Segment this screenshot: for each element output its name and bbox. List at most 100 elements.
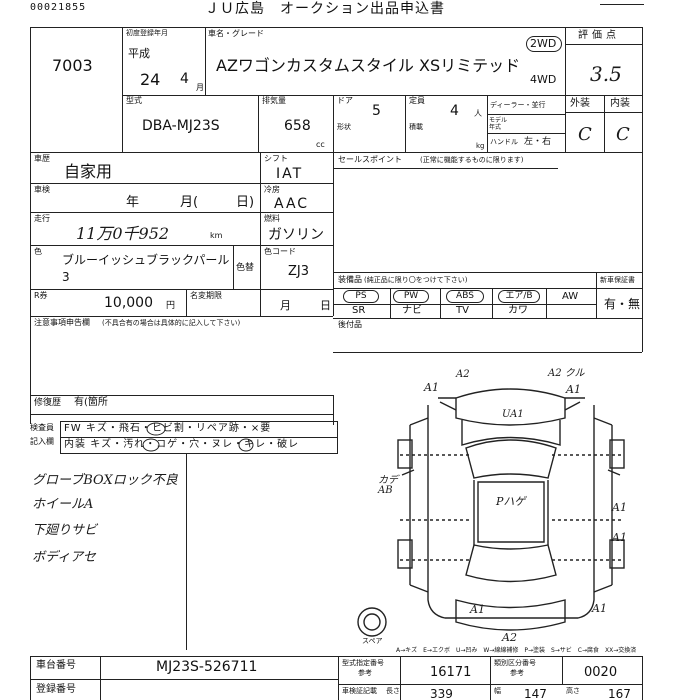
seats: 4: [450, 103, 459, 119]
color-code-label: 色コード: [264, 247, 296, 256]
name-change-month: 月: [280, 299, 291, 312]
repair-value: 有(箇所: [74, 397, 108, 408]
length-value: 339: [430, 687, 453, 700]
recycle-label: R券: [34, 291, 48, 300]
fuel-label: 燃料: [264, 214, 280, 223]
shift-value: IAT: [276, 166, 304, 182]
equip-airbag: エア/B: [498, 290, 540, 303]
note-3: 下廻りサビ: [32, 523, 98, 538]
displacement: 658: [284, 118, 311, 134]
displacement-unit: cc: [316, 140, 325, 149]
mark-a2-rear: A2: [502, 631, 517, 644]
handle-value: 左・右: [524, 137, 552, 147]
mileage-label: 走行: [34, 214, 50, 223]
grade-label: 評価点: [578, 30, 620, 41]
mark-kade-ab: カデ AB: [378, 475, 398, 496]
mark-a2-front: A2: [456, 369, 470, 380]
inspection-year-unit: 年: [126, 195, 140, 210]
spare-label: スペア: [362, 637, 383, 645]
class-number: 0020: [584, 665, 618, 680]
equip-navi: ナビ: [402, 305, 422, 316]
usage-value: 自家用: [64, 162, 113, 181]
serial-number: 00021855: [30, 2, 87, 13]
inspection-label: 車検: [34, 185, 50, 194]
inspection-day-unit: 日): [236, 195, 255, 210]
mark-a1-rr: A1: [592, 602, 607, 615]
notes-label: 注意事項申告欄: [34, 318, 90, 327]
cert-label: 型式指定番号: [342, 659, 384, 667]
interior-label: 内装: [610, 98, 630, 109]
recycle-value: 10,000: [104, 295, 153, 311]
exterior-label: 外装: [570, 98, 590, 109]
sales-point-label: セールスポイント: [338, 155, 402, 164]
extras-label: 後付品: [338, 320, 362, 329]
note-4: ボディアセ: [32, 550, 96, 565]
doors-label: ドア: [337, 96, 353, 105]
length-label: 長さ: [386, 687, 400, 695]
new-manual-value: 有・無: [604, 297, 641, 311]
damage-legend: A→キズ E→エクボ U→凹み W→線線補修 P→塗装 S→サビ C→腐食 XX…: [396, 647, 637, 654]
mark-a1-r2: A1: [612, 531, 627, 544]
equip-abs: ABS: [446, 290, 484, 303]
displacement-label: 排気量: [262, 96, 286, 105]
height-value: 167: [608, 687, 631, 700]
name-change-day: 日: [320, 299, 331, 312]
color-label: 色: [34, 247, 42, 256]
form-title: ＪＵ広島 オークション出品申込書: [205, 1, 445, 17]
reg-number-label: 登録番号: [36, 684, 76, 695]
fuel-value: ガソリン: [268, 227, 324, 243]
equipment-sub: (純正品に限り〇をつけて下さい): [364, 276, 468, 284]
width-label: 幅: [494, 687, 501, 695]
equip-aw: AW: [562, 291, 579, 302]
drive-2wd: 2WD: [530, 37, 557, 50]
handle-label: ハンドル: [490, 138, 518, 146]
usage-label: 車歴: [34, 154, 50, 163]
drive-4wd: 4WD: [530, 73, 557, 86]
class-sub: 参考: [510, 669, 524, 677]
color-value: ブルーイッシュブラックパール3: [62, 253, 230, 284]
color-change-label: 色替: [236, 263, 255, 273]
dealer-label: ディーラー・並行: [490, 101, 546, 109]
top-border: [30, 27, 642, 28]
model-year-label: モデル年式: [489, 117, 508, 131]
equip-tv: TV: [456, 305, 469, 316]
chassis-number: MJ23S-526711: [156, 659, 258, 675]
registration-era: 平成: [128, 47, 150, 60]
mark-a1-rear: A1: [470, 603, 485, 616]
name-change-label: 名変期限: [190, 291, 222, 300]
new-manual-label: 新車保証書: [600, 276, 635, 284]
mark-a1-fl: A1: [424, 381, 439, 394]
seats-label: 定員: [409, 96, 425, 105]
ac-value: AAC: [274, 196, 310, 212]
registration-month: 4: [180, 71, 189, 87]
chassis-label: 車台番号: [36, 660, 76, 671]
equipment-label: 装備品: [338, 275, 362, 284]
mark-p-hage: Pハゲ: [496, 495, 526, 508]
ac-label: 冷房: [264, 185, 280, 194]
model-label: 型式: [126, 96, 142, 105]
note-1: グローブBOXロック不良: [32, 473, 178, 488]
grade-score: 3.5: [590, 62, 622, 86]
cert-sub: 参考: [358, 669, 372, 677]
equip-ps: PS: [343, 290, 379, 303]
registration-month-unit: 月: [196, 83, 204, 92]
mileage-unit: km: [210, 231, 223, 240]
exterior-grade: C: [578, 124, 592, 145]
vehicle-name-label: 車名・グレード: [208, 29, 264, 38]
inspection-month-unit: 月(: [180, 195, 199, 210]
drive-2wd-circle: [526, 36, 562, 52]
check-label-1: 検査員: [30, 423, 54, 432]
cert-number: 16171: [430, 665, 472, 680]
class-label: 類別区分番号: [494, 659, 536, 667]
interior-grade: C: [616, 124, 630, 145]
shift-label: シフト: [264, 154, 288, 163]
color-code: ZJ3: [288, 264, 310, 279]
mark-a1-r1: A1: [612, 501, 627, 514]
check-label-2: 記入欄: [30, 437, 54, 446]
mark-a2-kuru: A2 クル: [548, 368, 585, 379]
equip-leather: カワ: [508, 305, 528, 316]
width-value: 147: [524, 687, 547, 700]
vehicle-name: AZワゴンカスタムスタイル XSリミテッド: [216, 56, 521, 75]
mark-ua1: UA1: [502, 409, 524, 420]
